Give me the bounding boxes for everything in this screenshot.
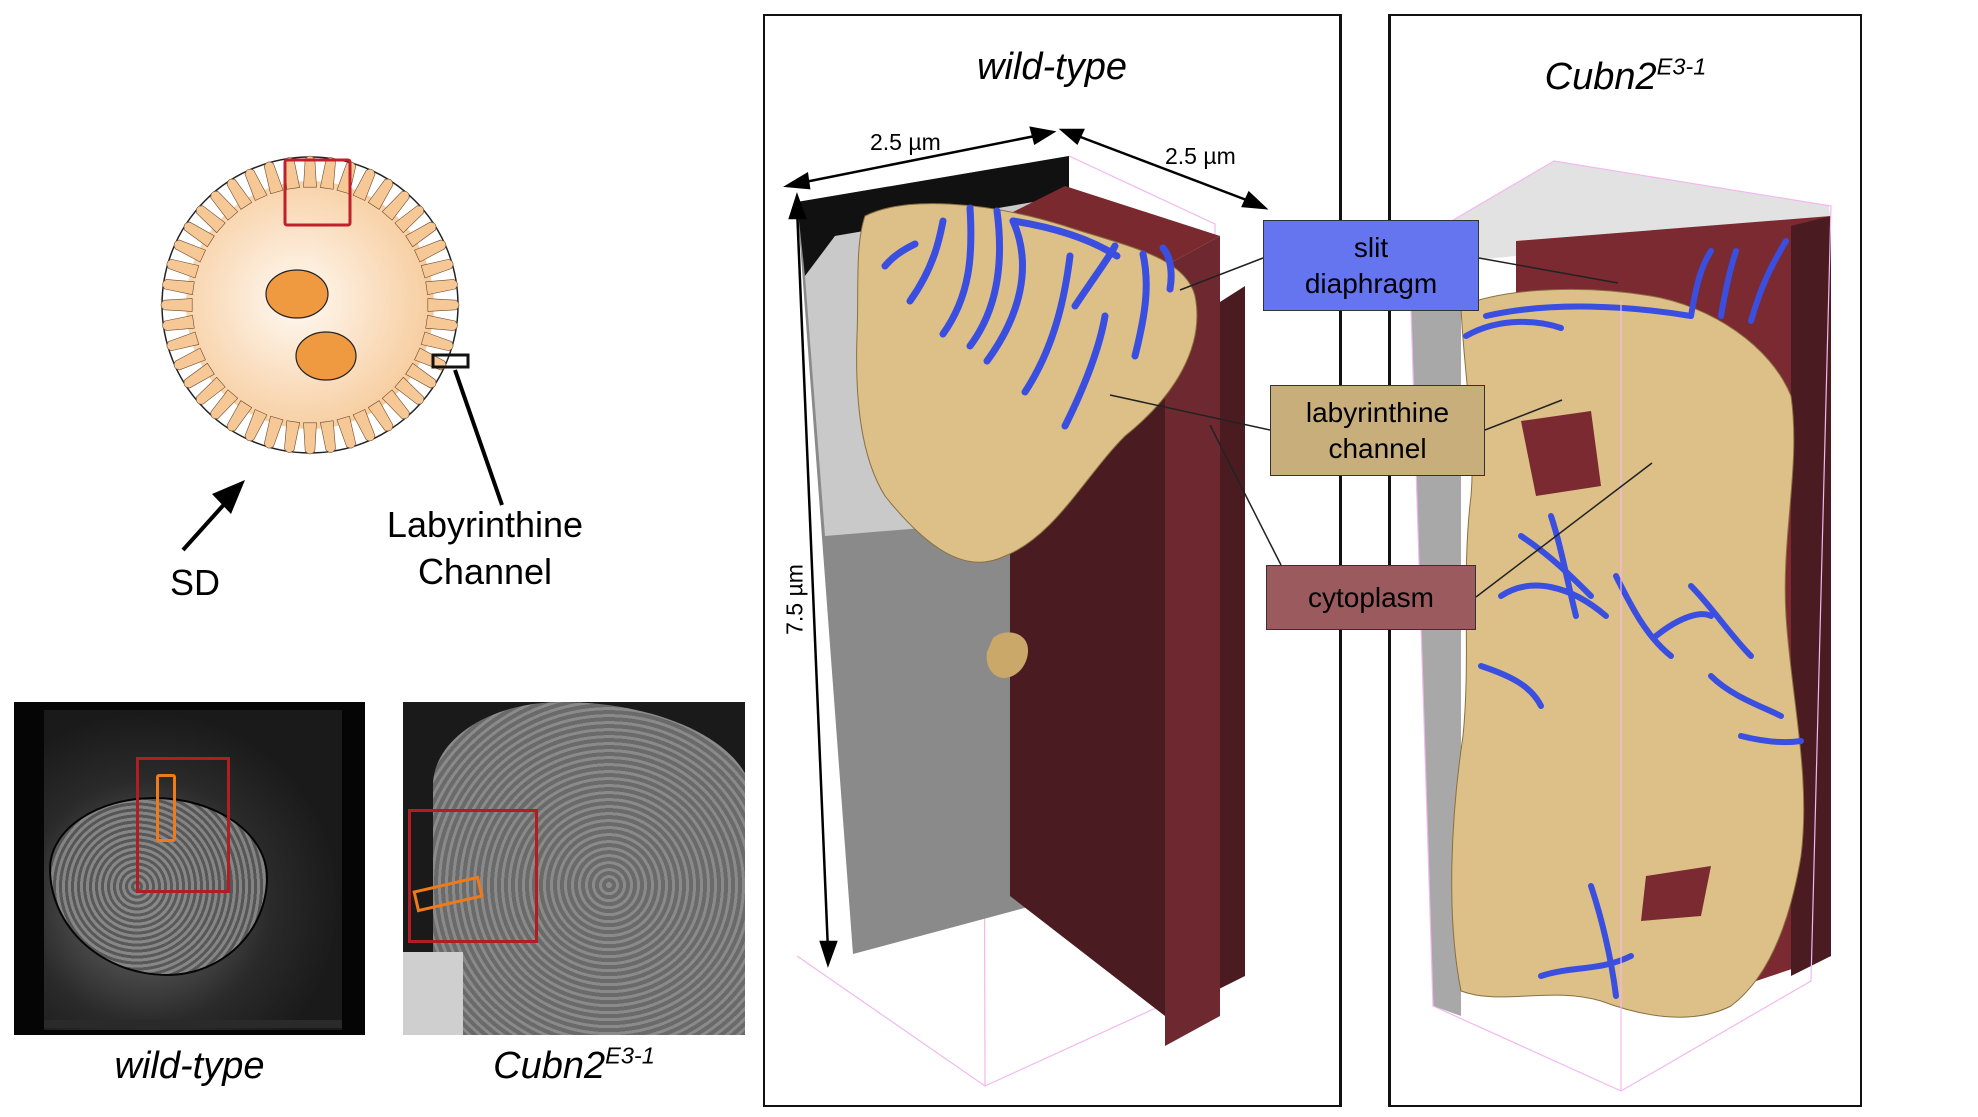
- bounding-box: [1408, 160, 1832, 1092]
- foot-process: [226, 400, 253, 432]
- channel-label-line2: Channel: [417, 551, 553, 592]
- foot-process: [263, 161, 284, 195]
- foot-process: [381, 191, 410, 221]
- foot-process: [183, 221, 215, 248]
- foot-process: [196, 205, 226, 234]
- em-status-bar: [44, 1020, 342, 1028]
- em-light-bg: [403, 952, 463, 1035]
- cytoplasm-gap-2: [1641, 866, 1711, 921]
- micrograph-wild-type: [14, 702, 365, 1035]
- sd-arrow-shaft: [181, 498, 230, 552]
- foot-process: [414, 239, 447, 263]
- foot-process: [166, 331, 200, 352]
- foot-process: [162, 314, 195, 331]
- foot-process: [425, 314, 458, 331]
- foot-process: [367, 178, 394, 210]
- foot-process: [173, 347, 206, 371]
- reconstruction-panel-wild-type: wild-type: [763, 14, 1341, 1107]
- nucleus-2: [295, 331, 357, 381]
- scale-arrows: [783, 126, 1269, 968]
- slit-diaphragm-strands: [881, 204, 1175, 430]
- foot-process: [183, 362, 215, 389]
- foot-process: [420, 331, 454, 352]
- sd-arrow-head: [212, 480, 245, 514]
- foot-process: [405, 221, 437, 248]
- micrograph-cubn2: [403, 702, 745, 1035]
- foot-process: [336, 415, 357, 449]
- panel-border-lines: [1340, 14, 1390, 1107]
- foot-process: [244, 409, 268, 442]
- foot-process: [226, 178, 253, 210]
- foot-process: [160, 298, 193, 312]
- panel-title-cubn2: Cubn2E3-1: [1544, 53, 1707, 98]
- legend-slit-diaphragm: slit diaphragm: [1263, 220, 1479, 311]
- region-box-cubn2: [408, 809, 538, 943]
- micrograph-label-cubn2: Cubn2E3-1: [493, 1042, 655, 1087]
- legend-labyrinthine-channel: labyrinthine channel: [1270, 385, 1485, 476]
- foot-process: [284, 420, 301, 453]
- foot-process: [244, 168, 268, 201]
- channel-label-line1: Labyrinthine: [386, 504, 584, 545]
- reconstruction-panel-cubn2: Cubn2E3-1: [1389, 14, 1862, 1107]
- channel-inset-box: [431, 353, 470, 369]
- foot-process: [420, 258, 454, 279]
- scale-height-label: 7.5 µm: [781, 564, 808, 635]
- foot-process: [173, 239, 206, 263]
- labyrinthine-channel-fragment: [986, 632, 1029, 678]
- scale-width-label: 2.5 µm: [870, 129, 941, 155]
- foot-process: [263, 415, 284, 449]
- foot-process: [394, 205, 424, 234]
- foot-process: [427, 298, 460, 312]
- foot-process: [405, 362, 437, 389]
- nephrocyte-schematic: [160, 155, 504, 552]
- foot-process: [352, 409, 376, 442]
- foot-process: [425, 279, 458, 296]
- foot-process: [367, 400, 394, 432]
- foot-process: [319, 420, 336, 453]
- foot-process: [303, 422, 317, 455]
- micrograph-label-wild-type: wild-type: [114, 1045, 265, 1087]
- slit-diaphragm-highlight-box: [283, 158, 352, 227]
- cytoplasm-side-face: [1165, 236, 1220, 1046]
- foot-process: [162, 279, 195, 296]
- foot-process: [166, 258, 200, 279]
- legend-cytoplasm: cytoplasm: [1266, 565, 1476, 630]
- nucleus-1: [265, 269, 329, 319]
- foot-process: [210, 389, 239, 419]
- foot-process: [352, 168, 376, 201]
- detail-box-wild-type: [156, 774, 176, 842]
- cytoplasm-top: [1005, 186, 1220, 266]
- foot-process: [196, 376, 226, 405]
- channel-pointer-line: [453, 369, 504, 506]
- foot-process: [381, 389, 410, 419]
- reconstruction-wild-type: [783, 126, 1269, 1087]
- em-top-face: [1409, 161, 1831, 266]
- panel-title-wild-type: wild-type: [977, 46, 1127, 88]
- em-cell-body: [433, 702, 745, 1035]
- sd-label: SD: [169, 562, 220, 603]
- foot-process: [394, 376, 424, 405]
- scale-depth-label: 2.5 µm: [1165, 143, 1236, 169]
- foot-process: [210, 191, 239, 221]
- region-box-wild-type: [136, 757, 230, 893]
- reconstruction-cubn2: [1408, 160, 1832, 1092]
